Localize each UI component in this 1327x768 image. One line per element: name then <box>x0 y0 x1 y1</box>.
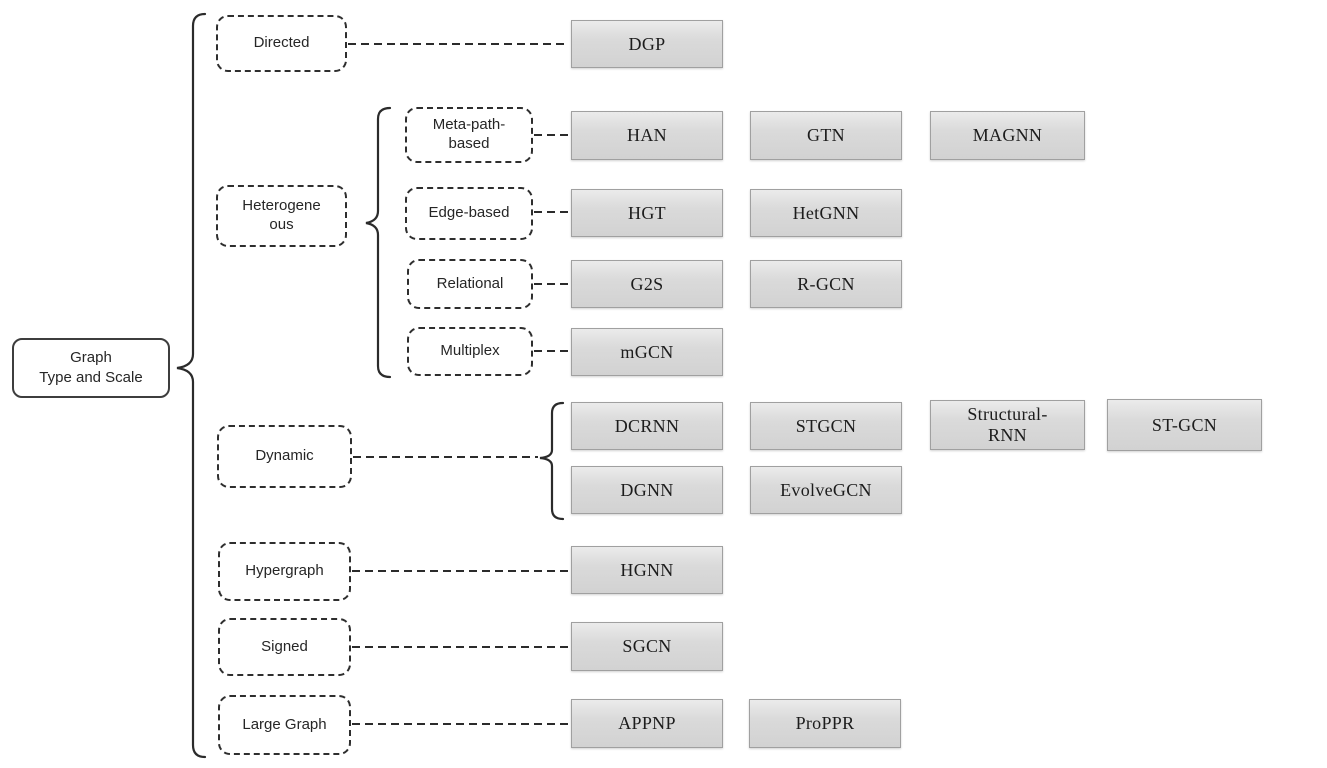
method-box-proppr: ProPPR <box>749 699 901 748</box>
method-box-dgp: DGP <box>571 20 723 68</box>
method-box-rgcn: R-GCN <box>750 260 902 308</box>
method-label: HAN <box>627 125 667 146</box>
category-hypergraph: Hypergraph <box>218 542 351 601</box>
method-box-stgcn: STGCN <box>750 402 902 450</box>
method-label: ProPPR <box>795 713 855 734</box>
category-label: Directed <box>253 34 310 52</box>
subcategory-label: Edge-based <box>428 204 510 222</box>
method-label: DCRNN <box>614 415 680 436</box>
heterogeneous-brace <box>365 106 392 379</box>
method-box-evolvegcn: EvolveGCN <box>750 466 902 514</box>
category-label: Hypergraph <box>245 562 324 580</box>
subcategory-edge-based: Edge-based <box>405 187 533 240</box>
method-box-han: HAN <box>571 111 723 160</box>
method-label: ST-GCN <box>1151 414 1218 435</box>
method-box-appnp: APPNP <box>571 699 723 748</box>
category-directed: Directed <box>216 15 347 72</box>
method-label: SGCN <box>622 636 672 657</box>
subcategory-relational: Relational <box>407 259 533 309</box>
method-label: HetGNN <box>792 202 860 223</box>
method-label: DGNN <box>620 479 674 500</box>
category-large-graph: Large Graph <box>218 695 351 755</box>
method-label: G2S <box>630 273 664 294</box>
method-label: Structural- RNN <box>967 404 1048 445</box>
subcategory-label: Relational <box>436 274 504 292</box>
outer-brace <box>176 12 207 759</box>
method-label: HGT <box>628 202 666 223</box>
method-box-mgcn: mGCN <box>571 328 723 376</box>
method-label: DGP <box>628 33 666 54</box>
subcategory-multiplex: Multiplex <box>407 327 533 376</box>
method-label: EvolveGCN <box>780 479 872 500</box>
category-label: Heterogene ous <box>242 197 321 233</box>
method-label: HGNN <box>620 559 674 580</box>
category-label: Dynamic <box>255 447 314 465</box>
method-box-hgnn: HGNN <box>571 546 723 594</box>
method-box-hgt: HGT <box>571 189 723 237</box>
category-label: Signed <box>261 637 308 655</box>
method-label: R-GCN <box>797 273 855 294</box>
root-node-graph-type-and-scale: Graph Type and Scale <box>12 338 170 398</box>
method-box-sgcn: SGCN <box>571 622 723 671</box>
dynamic-brace <box>539 401 565 521</box>
method-box-magnn: MAGNN <box>930 111 1085 160</box>
subcategory-meta-path-based: Meta-path- based <box>405 107 533 163</box>
category-dynamic: Dynamic <box>217 425 352 488</box>
method-box-structural-rnn: Structural- RNN <box>930 400 1085 450</box>
category-heterogeneous: Heterogene ous <box>216 185 347 247</box>
method-box-g2s: G2S <box>571 260 723 308</box>
method-box-gtn: GTN <box>750 111 902 160</box>
method-box-dcrnn: DCRNN <box>571 402 723 450</box>
subcategory-label: Multiplex <box>440 342 500 360</box>
method-label: STGCN <box>795 415 857 436</box>
method-box-hetgnn: HetGNN <box>750 189 902 237</box>
method-label: mGCN <box>620 341 674 362</box>
category-signed: Signed <box>218 618 351 676</box>
method-box-dgnn: DGNN <box>571 466 723 514</box>
method-box-st-gcn: ST-GCN <box>1107 399 1262 451</box>
method-label: GTN <box>807 125 845 146</box>
category-label: Large Graph <box>242 715 327 733</box>
root-label: Graph Type and Scale <box>39 348 143 386</box>
method-label: MAGNN <box>972 125 1043 146</box>
method-label: APPNP <box>618 713 676 734</box>
subcategory-label: Meta-path- based <box>432 116 506 152</box>
